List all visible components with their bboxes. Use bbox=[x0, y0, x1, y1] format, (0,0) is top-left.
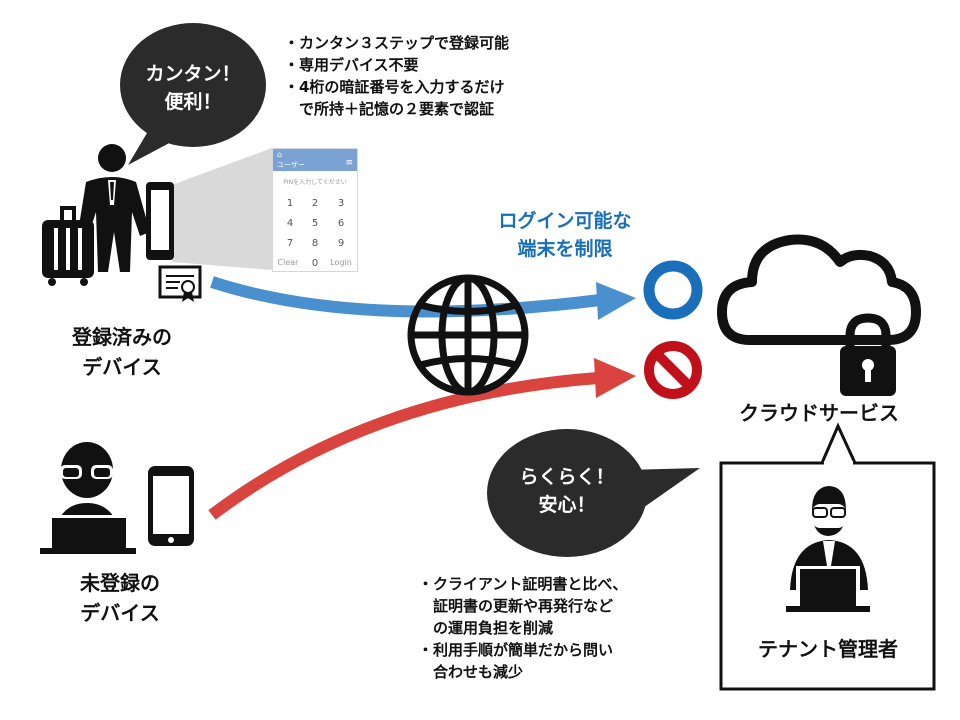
admin-person-icon bbox=[786, 486, 870, 612]
label-line-1: 未登録の bbox=[80, 571, 160, 595]
allowed-arrow bbox=[210, 276, 636, 320]
bubble-line-1: らくらく！ bbox=[519, 466, 615, 488]
ok-circle-icon bbox=[643, 260, 703, 320]
benefit-item: の運用負担を削減 bbox=[418, 619, 554, 637]
registered-device-label: 登録済みの デバイス bbox=[52, 322, 192, 382]
tenant-admin-label: テナント管理者 bbox=[758, 637, 898, 661]
benefit-item: で所持＋記憶の２要素で認証 bbox=[284, 100, 495, 118]
lock-icon bbox=[840, 313, 896, 396]
pin-key-9[interactable]: 9 bbox=[337, 238, 345, 249]
benefit-item: 証明書の更新や再発行など bbox=[418, 597, 614, 615]
pin-clear-button[interactable]: Clear bbox=[277, 258, 299, 267]
pin-key-7[interactable]: 7 bbox=[286, 238, 294, 249]
denied-arrow bbox=[208, 358, 636, 520]
benefit-item: ・利用手順が簡単だから問い bbox=[418, 641, 614, 659]
pin-header-title: ユーザー bbox=[277, 161, 305, 169]
label-line-2: デバイス bbox=[80, 601, 160, 625]
pin-key-5[interactable]: 5 bbox=[311, 218, 319, 229]
bubble-line-2: 便利！ bbox=[164, 91, 222, 113]
pin-key-1[interactable]: 1 bbox=[286, 198, 294, 209]
pin-key-0[interactable]: 0 bbox=[311, 258, 319, 269]
hacker-icon bbox=[40, 442, 136, 554]
benefit-item: ・専用デバイス不要 bbox=[284, 56, 419, 74]
pin-key-6[interactable]: 6 bbox=[337, 218, 345, 229]
pin-key-2[interactable]: 2 bbox=[311, 198, 319, 209]
pin-key-8[interactable]: 8 bbox=[311, 238, 319, 249]
admin-bubble-text: らくらく！ 安心！ bbox=[507, 463, 627, 519]
projection-cone bbox=[172, 148, 272, 270]
home-icon: ⌂ bbox=[277, 150, 283, 159]
admin-benefits-list: ・クライアント証明書と比べ、 証明書の更新や再発行など の運用負担を削減 ・利用… bbox=[418, 573, 627, 683]
restrict-line-1: ログイン可能な bbox=[498, 210, 632, 232]
pin-key-3[interactable]: 3 bbox=[337, 198, 345, 209]
cloud-service-label: クラウドサービス bbox=[739, 401, 899, 425]
restrict-line-2: 端末を制限 bbox=[517, 238, 613, 260]
admin-speech-bubble bbox=[487, 429, 700, 557]
benefit-item: ・4桁の暗証番号を入力するだけ bbox=[284, 78, 505, 96]
bubble-line-2: 安心！ bbox=[538, 494, 596, 516]
label-line-1: 登録済みの bbox=[72, 325, 172, 349]
certificate-icon bbox=[158, 265, 202, 302]
pin-input[interactable]: PINを入力してください bbox=[283, 179, 347, 186]
benefit-item: ・カンタン３ステップで登録可能 bbox=[284, 34, 510, 52]
pin-login-button[interactable]: Login bbox=[330, 258, 352, 267]
registered-speech-bubble bbox=[120, 23, 266, 165]
unregistered-device-label: 未登録の デバイス bbox=[50, 568, 190, 628]
menu-icon[interactable]: ≡ bbox=[345, 158, 353, 168]
pin-key-4[interactable]: 4 bbox=[286, 218, 294, 229]
pin-entry-screen: ⌂ ユーザー ≡ PINを入力してください 1 2 3 4 5 6 7 8 9 … bbox=[272, 148, 358, 272]
benefit-item: ・クライアント証明書と比べ、 bbox=[418, 575, 628, 593]
tablet-icon bbox=[146, 182, 174, 260]
businessman-icon bbox=[42, 144, 150, 286]
registered-bubble-text: カンタン！ 便利！ bbox=[133, 60, 253, 116]
bubble-line-1: カンタン！ bbox=[145, 63, 241, 85]
restrict-devices-text: ログイン可能な 端末を制限 bbox=[480, 207, 650, 263]
label-line-2: デバイス bbox=[82, 355, 162, 379]
prohibited-icon bbox=[644, 341, 702, 399]
benefit-item: 合わせも減少 bbox=[418, 663, 524, 681]
pin-header-bar: ⌂ ユーザー ≡ bbox=[273, 149, 357, 171]
registered-benefits-list: ・カンタン３ステップで登録可能 ・専用デバイス不要 ・4桁の暗証番号を入力するだ… bbox=[284, 32, 509, 120]
globe-icon bbox=[407, 274, 529, 396]
smartphone-icon bbox=[148, 466, 194, 546]
